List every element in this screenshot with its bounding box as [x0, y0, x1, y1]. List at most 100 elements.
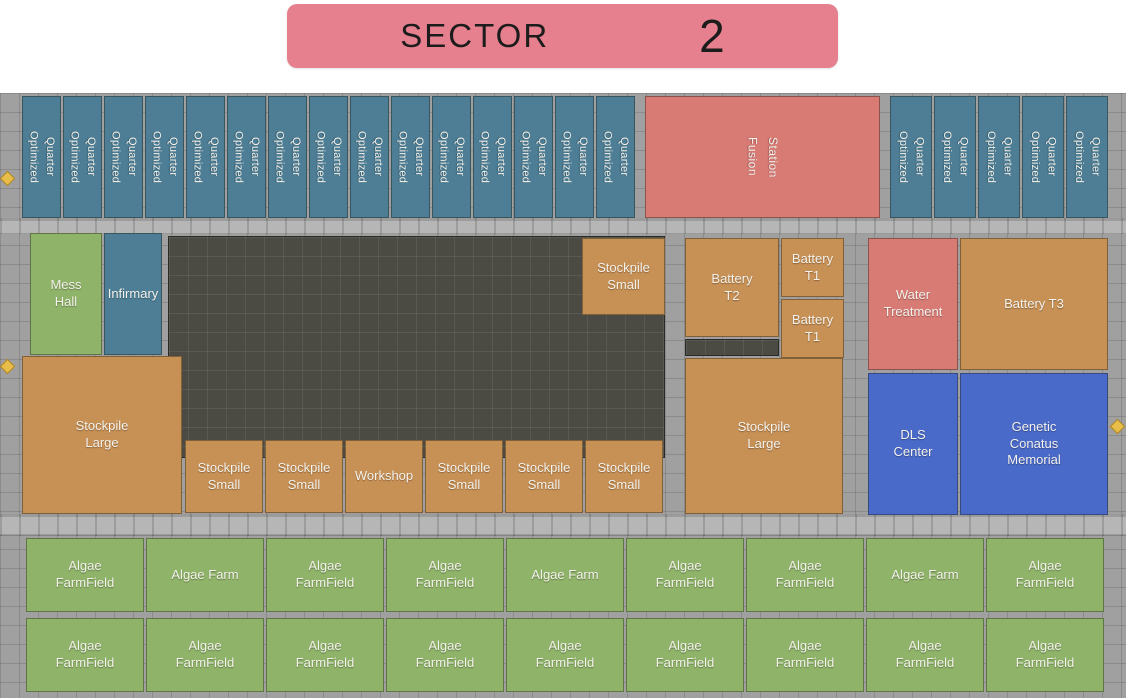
building-label: Optimized Quarter — [478, 130, 508, 184]
building-algae-farm-plot[interactable]: Algae FarmField — [386, 538, 504, 612]
building-label: Optimized Quarter — [437, 130, 467, 184]
building-label: Battery T2 — [711, 270, 753, 303]
building-algae-farm-plot[interactable]: Algae FarmField — [986, 618, 1104, 692]
building-optimized-quarter[interactable]: Optimized Quarter — [350, 96, 389, 218]
building-storage[interactable]: Stockpile Small — [185, 440, 263, 513]
building-battery-t1[interactable]: Battery T1 — [781, 238, 844, 297]
building-algae-farm-plot[interactable]: Algae FarmField — [386, 618, 504, 692]
building-optimized-quarter[interactable]: Optimized Quarter — [309, 96, 348, 218]
building-optimized-quarter[interactable]: Optimized Quarter — [186, 96, 225, 218]
building-label: Optimized Quarter — [68, 130, 98, 184]
building-label: Optimized Quarter — [396, 130, 426, 184]
sector-map: Optimized Quarter Optimized Quarter Opti… — [0, 93, 1126, 698]
building-algae-farm-plot[interactable]: Algae FarmField — [626, 618, 744, 692]
walkway-strip — [0, 514, 1126, 536]
building-algae-farm-plot[interactable]: Algae Farm — [866, 538, 984, 612]
building-genetic-conatus-memorial[interactable]: Genetic Conatus Memorial — [960, 373, 1108, 515]
building-label: Algae FarmField — [175, 638, 235, 670]
building-fusion-station[interactable]: Fusion Station — [645, 96, 880, 218]
building-label: Algae FarmField — [655, 558, 715, 590]
building-algae-farm-plot[interactable]: Algae FarmField — [26, 538, 144, 612]
building-stockpile-small[interactable]: Stockpile Small — [582, 238, 665, 315]
algae-farm-row-2: Algae FarmField Algae FarmField Algae Fa… — [26, 618, 1104, 692]
building-label: Algae FarmField — [1015, 558, 1075, 590]
walkway-strip — [0, 218, 1126, 234]
building-algae-farm-plot[interactable]: Algae FarmField — [866, 618, 984, 692]
building-label: Optimized Quarter — [314, 130, 344, 184]
building-label: Optimized Quarter — [941, 130, 970, 184]
building-stockpile-large[interactable]: Stockpile Large — [685, 358, 843, 514]
sector-number: 2 — [699, 10, 725, 62]
building-algae-farm-plot[interactable]: Algae FarmField — [746, 618, 864, 692]
building-label: Battery T1 — [791, 311, 834, 344]
building-algae-farm-plot[interactable]: Algae FarmField — [746, 538, 864, 612]
building-label: Optimized Quarter — [985, 130, 1014, 184]
building-algae-farm-plot[interactable]: Algae Farm — [146, 538, 264, 612]
building-optimized-quarter[interactable]: Optimized Quarter — [145, 96, 184, 218]
building-battery-t1[interactable]: Battery T1 — [781, 299, 844, 358]
building-label: Optimized Quarter — [109, 130, 139, 184]
building-optimized-quarter[interactable]: Optimized Quarter — [227, 96, 266, 218]
building-algae-farm-plot[interactable]: Algae Farm — [506, 538, 624, 612]
building-label: Battery T3 — [1004, 295, 1064, 311]
building-optimized-quarter[interactable]: Optimized Quarter — [268, 96, 307, 218]
building-label: Optimized Quarter — [560, 130, 590, 184]
building-stockpile-large[interactable]: Stockpile Large — [22, 356, 182, 514]
edge-marker-icon — [1109, 418, 1126, 435]
optimized-quarters-right: Optimized Quarter Optimized Quarter Opti… — [890, 96, 1108, 218]
building-algae-farm-plot[interactable]: Algae FarmField — [146, 618, 264, 692]
building-label: Optimized Quarter — [150, 130, 180, 184]
building-optimized-quarter[interactable]: Optimized Quarter — [432, 96, 471, 218]
building-infirmary[interactable]: Infirmary — [104, 233, 162, 355]
algae-farm-row-1: Algae FarmField Algae Farm Algae FarmFie… — [26, 538, 1104, 612]
building-optimized-quarter[interactable]: Optimized Quarter — [890, 96, 932, 218]
edge-marker-icon — [0, 170, 16, 187]
building-label: Stockpile Small — [597, 259, 650, 292]
building-label: Stockpile Small — [437, 459, 491, 492]
building-algae-farm-plot[interactable]: Algae FarmField — [26, 618, 144, 692]
building-label: Algae FarmField — [415, 638, 475, 670]
building-algae-farm-plot[interactable]: Algae FarmField — [266, 618, 384, 692]
building-optimized-quarter[interactable]: Optimized Quarter — [978, 96, 1020, 218]
building-optimized-quarter[interactable]: Optimized Quarter — [473, 96, 512, 218]
building-label: Optimized Quarter — [1073, 130, 1102, 184]
building-optimized-quarter[interactable]: Optimized Quarter — [596, 96, 635, 218]
building-mess-hall[interactable]: Mess Hall — [30, 233, 102, 355]
building-dls-center[interactable]: DLS Center — [868, 373, 958, 515]
building-optimized-quarter[interactable]: Optimized Quarter — [555, 96, 594, 218]
building-optimized-quarter[interactable]: Optimized Quarter — [22, 96, 61, 218]
building-label: Stockpile Large — [75, 418, 129, 450]
building-storage[interactable]: Stockpile Small — [505, 440, 583, 513]
building-battery-t3[interactable]: Battery T3 — [960, 238, 1108, 370]
building-storage[interactable]: Workshop — [345, 440, 423, 513]
building-storage[interactable]: Stockpile Small — [425, 440, 503, 513]
building-optimized-quarter[interactable]: Optimized Quarter — [63, 96, 102, 218]
building-label: Stockpile Small — [597, 459, 651, 492]
building-storage[interactable]: Stockpile Small — [265, 440, 343, 513]
building-storage[interactable]: Stockpile Small — [585, 440, 663, 513]
building-label: Stockpile Small — [197, 459, 251, 492]
building-algae-farm-plot[interactable]: Algae FarmField — [626, 538, 744, 612]
building-algae-farm-plot[interactable]: Algae FarmField — [506, 618, 624, 692]
building-label: Fusion Station — [745, 136, 780, 178]
building-optimized-quarter[interactable]: Optimized Quarter — [514, 96, 553, 218]
building-algae-farm-plot[interactable]: Algae FarmField — [986, 538, 1104, 612]
building-label: Workshop — [354, 468, 414, 484]
building-label: Algae FarmField — [775, 638, 835, 670]
building-optimized-quarter[interactable]: Optimized Quarter — [104, 96, 143, 218]
building-label: Algae FarmField — [55, 638, 115, 670]
building-label: Optimized Quarter — [27, 130, 57, 184]
building-optimized-quarter[interactable]: Optimized Quarter — [1066, 96, 1108, 218]
building-optimized-quarter[interactable]: Optimized Quarter — [934, 96, 976, 218]
building-optimized-quarter[interactable]: Optimized Quarter — [1022, 96, 1064, 218]
building-battery-t2[interactable]: Battery T2 — [685, 238, 779, 337]
optimized-quarters-left: Optimized Quarter Optimized Quarter Opti… — [22, 96, 635, 218]
building-optimized-quarter[interactable]: Optimized Quarter — [391, 96, 430, 218]
building-algae-farm-plot[interactable]: Algae FarmField — [266, 538, 384, 612]
building-label: Algae FarmField — [895, 638, 955, 670]
building-label: Optimized Quarter — [273, 130, 303, 184]
building-water-treatment[interactable]: Water Treatment — [868, 238, 958, 370]
building-label: Water Treatment — [883, 287, 943, 319]
building-label: DLS Center — [893, 427, 933, 459]
